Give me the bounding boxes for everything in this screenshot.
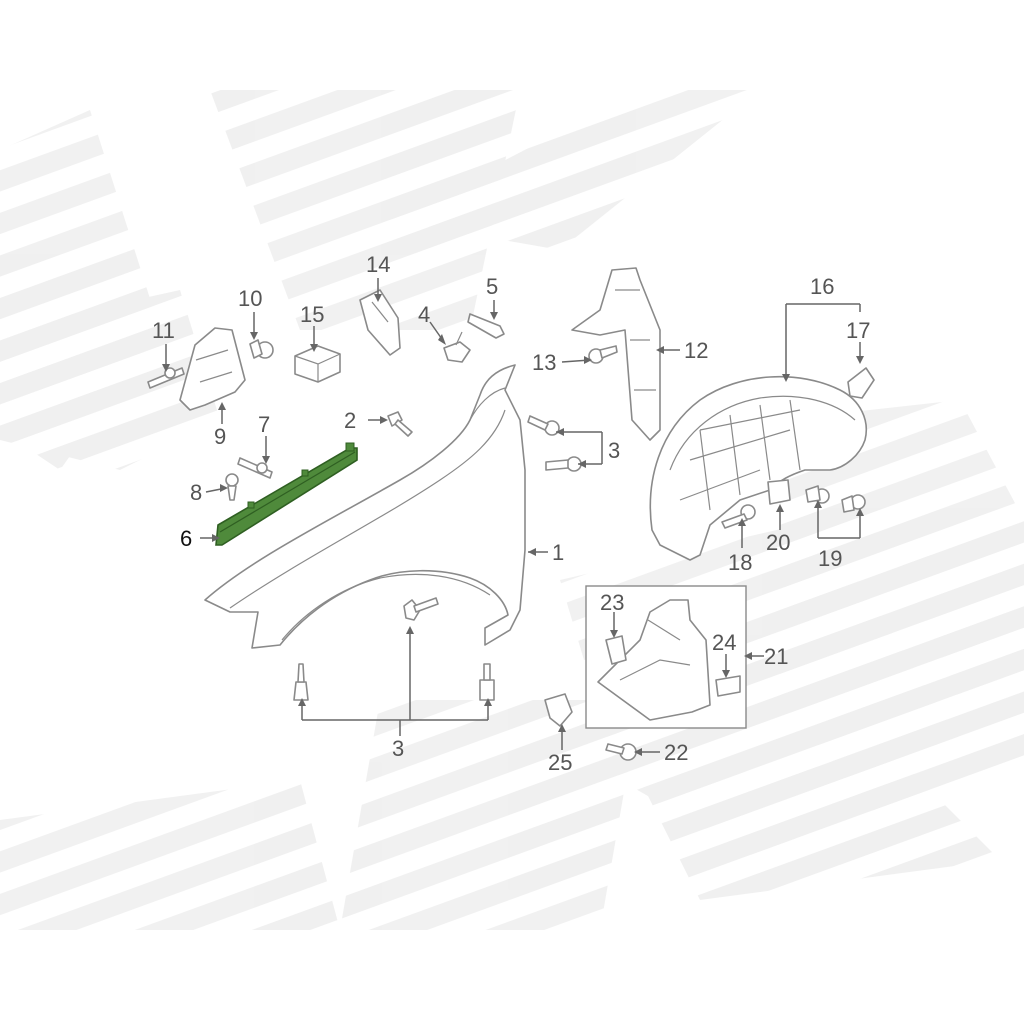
bolt-part-3-lower[interactable] bbox=[293, 597, 495, 701]
label-8: 8 bbox=[190, 480, 202, 505]
pillar-bracket-part-12[interactable] bbox=[571, 267, 661, 441]
label-17: 17 bbox=[846, 318, 870, 343]
label-4: 4 bbox=[418, 302, 430, 327]
clip-part-17[interactable] bbox=[847, 367, 875, 399]
label-22: 22 bbox=[664, 740, 688, 765]
label-9: 9 bbox=[214, 424, 226, 449]
bracket-part-9[interactable] bbox=[179, 327, 246, 411]
bolt-part-3-upper[interactable] bbox=[527, 415, 582, 472]
label-23: 23 bbox=[600, 590, 624, 615]
label-25: 25 bbox=[548, 750, 572, 775]
wheel-liner-part-16[interactable] bbox=[649, 375, 867, 561]
bolt-part-10[interactable] bbox=[249, 339, 274, 359]
label-13: 13 bbox=[532, 350, 556, 375]
label-19: 19 bbox=[818, 546, 842, 571]
label-20: 20 bbox=[766, 530, 790, 555]
label-14: 14 bbox=[366, 252, 390, 277]
bolt-part-2[interactable] bbox=[387, 411, 413, 437]
clip-part-25[interactable] bbox=[544, 693, 573, 727]
watermark bbox=[0, 90, 1024, 930]
label-11: 11 bbox=[152, 318, 175, 343]
bolt-part-18[interactable] bbox=[721, 504, 756, 529]
label-5: 5 bbox=[486, 274, 498, 299]
clip-part-23[interactable] bbox=[605, 635, 627, 665]
label-21: 21 bbox=[764, 644, 788, 669]
nut-part-20[interactable] bbox=[767, 479, 791, 505]
bolt-part-13[interactable] bbox=[588, 345, 618, 364]
bracket-part-14[interactable] bbox=[359, 289, 401, 356]
label-15: 15 bbox=[300, 302, 324, 327]
label-12: 12 bbox=[684, 338, 708, 363]
clip-part-4[interactable] bbox=[443, 331, 471, 363]
leader-lines bbox=[165, 278, 861, 753]
label-10: 10 bbox=[238, 286, 262, 311]
label-24: 24 bbox=[712, 630, 736, 655]
label-6: 6 bbox=[180, 526, 192, 551]
pin-part-5[interactable] bbox=[467, 313, 505, 339]
clip-part-24[interactable] bbox=[715, 675, 741, 697]
pin-part-7[interactable] bbox=[237, 457, 273, 479]
fender-part-1[interactable] bbox=[204, 364, 526, 649]
label-1: 1 bbox=[552, 540, 564, 565]
arrowheads bbox=[162, 294, 864, 756]
label-3-lower: 3 bbox=[392, 736, 404, 761]
label-3-upper: 3 bbox=[608, 438, 620, 463]
pin-part-11[interactable] bbox=[147, 367, 185, 389]
pad-part-15[interactable] bbox=[294, 345, 341, 383]
clip-part-19[interactable] bbox=[805, 485, 866, 513]
label-7: 7 bbox=[258, 412, 270, 437]
label-18: 18 bbox=[728, 550, 752, 575]
fender-support-strip-part-6[interactable] bbox=[215, 442, 358, 546]
label-16: 16 bbox=[810, 274, 834, 299]
screw-part-8[interactable] bbox=[225, 473, 239, 501]
label-2: 2 bbox=[344, 408, 356, 433]
part-labels: 1 2 3 3 4 5 6 7 8 9 10 11 12 13 14 15 16… bbox=[152, 252, 870, 775]
